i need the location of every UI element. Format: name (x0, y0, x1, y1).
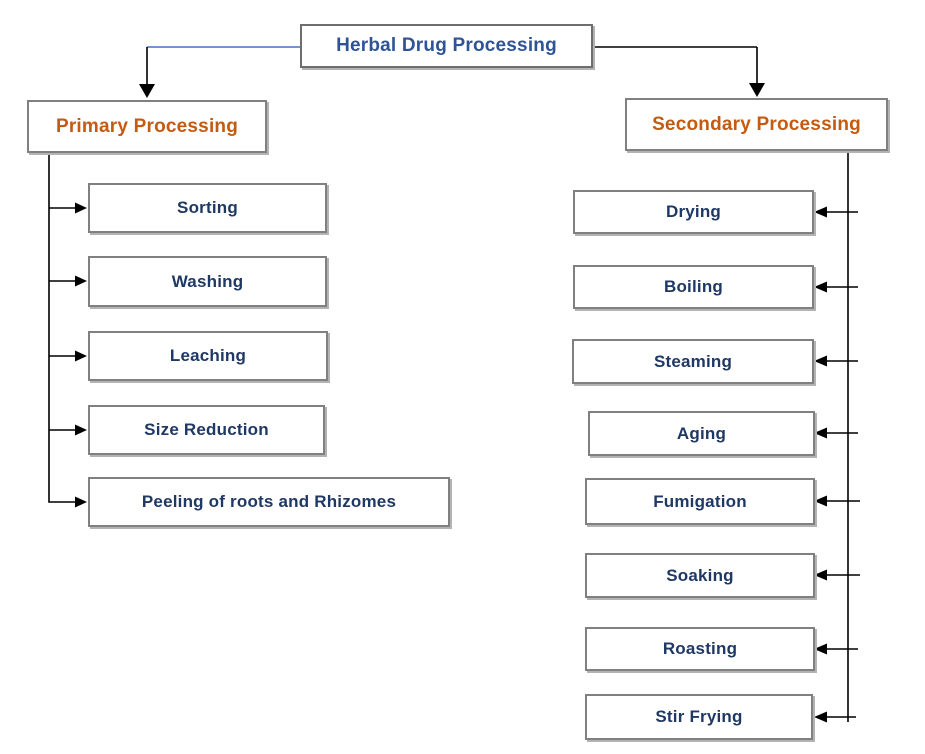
node-secondary-processing: Secondary Processing (625, 98, 888, 151)
arrow-to-sorting (49, 202, 87, 214)
node-aging: Aging (588, 411, 815, 456)
node-primary-processing-label: Primary Processing (55, 115, 239, 137)
arrow-to-peeling (75, 496, 87, 508)
node-sorting: Sorting (88, 183, 327, 233)
node-leaching-label: Leaching (169, 346, 247, 365)
node-sorting-label: Sorting (177, 198, 238, 217)
node-secondary-processing-label: Secondary Processing (652, 113, 861, 135)
node-soaking: Soaking (585, 553, 815, 598)
arrow-to-roasting (814, 643, 858, 655)
node-roasting: Roasting (585, 627, 815, 671)
node-size-reduction: Size Reduction (88, 405, 325, 455)
arrow-to-aging (814, 427, 858, 439)
node-soaking-label: Soaking (666, 565, 734, 585)
node-leaching: Leaching (88, 331, 328, 381)
arrow-to-stir-frying (814, 711, 856, 723)
node-aging-label: Aging (676, 423, 727, 443)
arrow-to-fumigation (814, 495, 860, 507)
node-stir-frying-label: Stir Frying (655, 707, 743, 726)
connector-title-to-primary (139, 46, 300, 98)
node-herbal-drug-processing-label: Herbal Drug Processing (336, 35, 557, 56)
arrow-to-size-reduction (49, 424, 87, 436)
arrow-to-steaming (814, 355, 858, 367)
node-primary-processing: Primary Processing (27, 100, 267, 153)
arrow-to-boiling (814, 281, 858, 293)
node-roasting-label: Roasting (662, 639, 738, 658)
arrow-to-drying (814, 206, 858, 218)
node-steaming: Steaming (572, 339, 814, 384)
node-fumigation-label: Fumigation (653, 491, 747, 511)
node-stir-frying: Stir Frying (585, 694, 813, 740)
node-drying-label: Drying (665, 202, 722, 221)
left-rail (48, 153, 76, 503)
arrow-to-washing (49, 275, 87, 287)
node-boiling-label: Boiling (664, 277, 723, 296)
node-drying: Drying (573, 190, 814, 234)
arrow-down-primary (139, 84, 155, 98)
node-washing-label: Washing (171, 271, 244, 291)
connector-title-to-secondary (593, 46, 765, 97)
node-boiling: Boiling (573, 265, 814, 309)
node-steaming-label: Steaming (653, 351, 733, 371)
arrow-to-leaching (49, 350, 87, 362)
node-fumigation: Fumigation (585, 478, 815, 525)
node-herbal-drug-processing: Herbal Drug Processing (300, 24, 593, 68)
node-peeling-of-roots-and-rhizomes-label: Peeling of roots and Rhizomes (141, 492, 397, 511)
node-washing: Washing (88, 256, 327, 307)
node-size-reduction-label: Size Reduction (144, 420, 269, 439)
arrow-down-secondary (749, 83, 765, 97)
node-peeling-of-roots-and-rhizomes: Peeling of roots and Rhizomes (88, 477, 450, 527)
arrow-to-soaking (814, 569, 860, 581)
